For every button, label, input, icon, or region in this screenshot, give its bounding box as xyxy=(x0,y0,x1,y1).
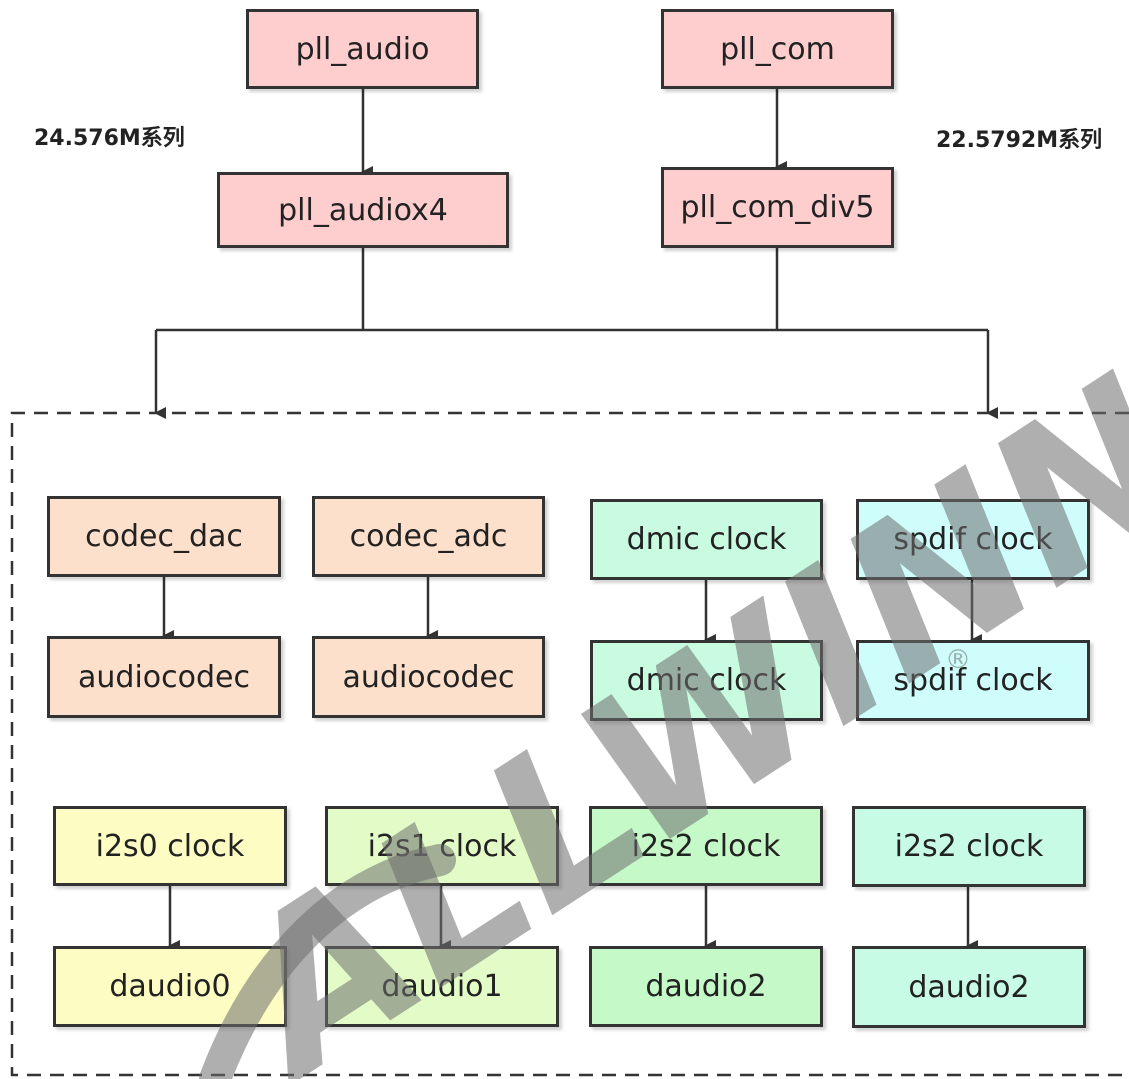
daudio2-box-b: daudio2 xyxy=(852,946,1086,1028)
codec-dac-box: codec_dac xyxy=(47,496,281,577)
pll-audiox4-box: pll_audiox4 xyxy=(217,172,509,248)
dmic-clock-child-box: dmic clock xyxy=(590,640,823,721)
codec-adc-audiocodec-box: audiocodec xyxy=(312,636,545,718)
codec-adc-box: codec_adc xyxy=(312,496,545,577)
daudio0-box: daudio0 xyxy=(53,946,287,1027)
dashed-container xyxy=(10,411,1129,1077)
daudio2-box-a: daudio2 xyxy=(589,946,823,1027)
pll-audio-box: pll_audio xyxy=(246,9,479,89)
i2s0-clock-box: i2s0 clock xyxy=(53,806,287,886)
daudio1-box: daudio1 xyxy=(325,946,559,1027)
left-series-label: 24.576M系列 xyxy=(34,126,185,151)
i2s2-clock-box-b: i2s2 clock xyxy=(852,806,1086,887)
pll-com-div5-box: pll_com_div5 xyxy=(661,167,894,248)
spdif-clock-box: spdif clock xyxy=(856,499,1090,580)
i2s1-clock-box: i2s1 clock xyxy=(325,806,559,886)
codec-dac-audiocodec-box: audiocodec xyxy=(47,636,281,718)
dmic-clock-box: dmic clock xyxy=(590,499,823,580)
i2s2-clock-box-a: i2s2 clock xyxy=(589,806,823,886)
spdif-clock-child-box: spdif clock xyxy=(856,640,1090,721)
right-series-label: 22.5792M系列 xyxy=(936,128,1103,153)
pll-com-box: pll_com xyxy=(661,9,894,89)
